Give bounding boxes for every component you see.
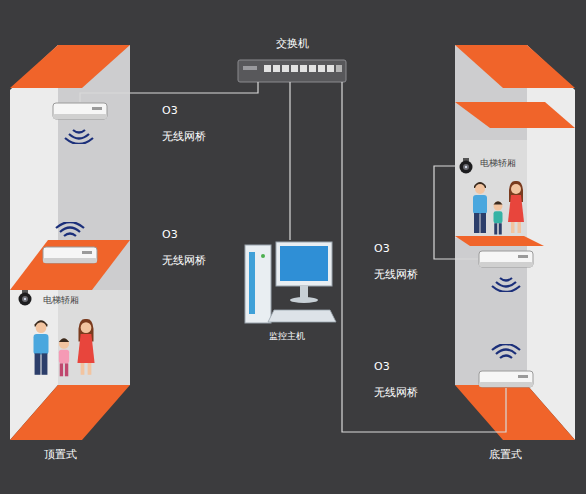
wireless-bridge: O3 无线网桥	[42, 246, 98, 264]
network-switch-label: 交换机	[238, 36, 346, 52]
elevator-car: 电梯轿厢	[15, 292, 125, 380]
network-cable	[342, 82, 506, 432]
wireless-bridge-label: O3 无线网桥	[162, 222, 214, 274]
wireless-bridge: O3 无线网桥	[478, 250, 534, 268]
network-cable	[289, 82, 290, 240]
network-cable	[80, 82, 258, 102]
elevator-shaft: 顶置式O3 无线网桥O3 无线网桥电梯轿厢	[10, 45, 130, 440]
elevator-car-label: 电梯轿厢	[43, 294, 103, 306]
elevator-shaft-label: 顶置式	[30, 447, 90, 463]
elevator-shaft: 底置式电梯轿厢O3 无线网桥O3 无线网桥	[455, 45, 575, 440]
wireless-bridge: O3 无线网桥	[52, 102, 108, 120]
elevator-car-label: 电梯轿厢	[480, 157, 536, 169]
wireless-bridge-label: O3 无线网桥	[374, 236, 426, 288]
wireless-bridge: O3 无线网桥	[478, 370, 534, 388]
network-switch: 交换机	[238, 60, 346, 82]
network-cable	[434, 166, 478, 259]
elevator-shaft-label: 底置式	[470, 447, 540, 463]
monitor-host: 监控主机	[243, 240, 335, 324]
elevator-car: 电梯轿厢	[458, 140, 540, 236]
monitor-host-label: 监控主机	[251, 330, 323, 343]
wireless-bridge-label: O3 无线网桥	[374, 354, 426, 406]
wireless-bridge-label: O3 无线网桥	[162, 98, 214, 150]
